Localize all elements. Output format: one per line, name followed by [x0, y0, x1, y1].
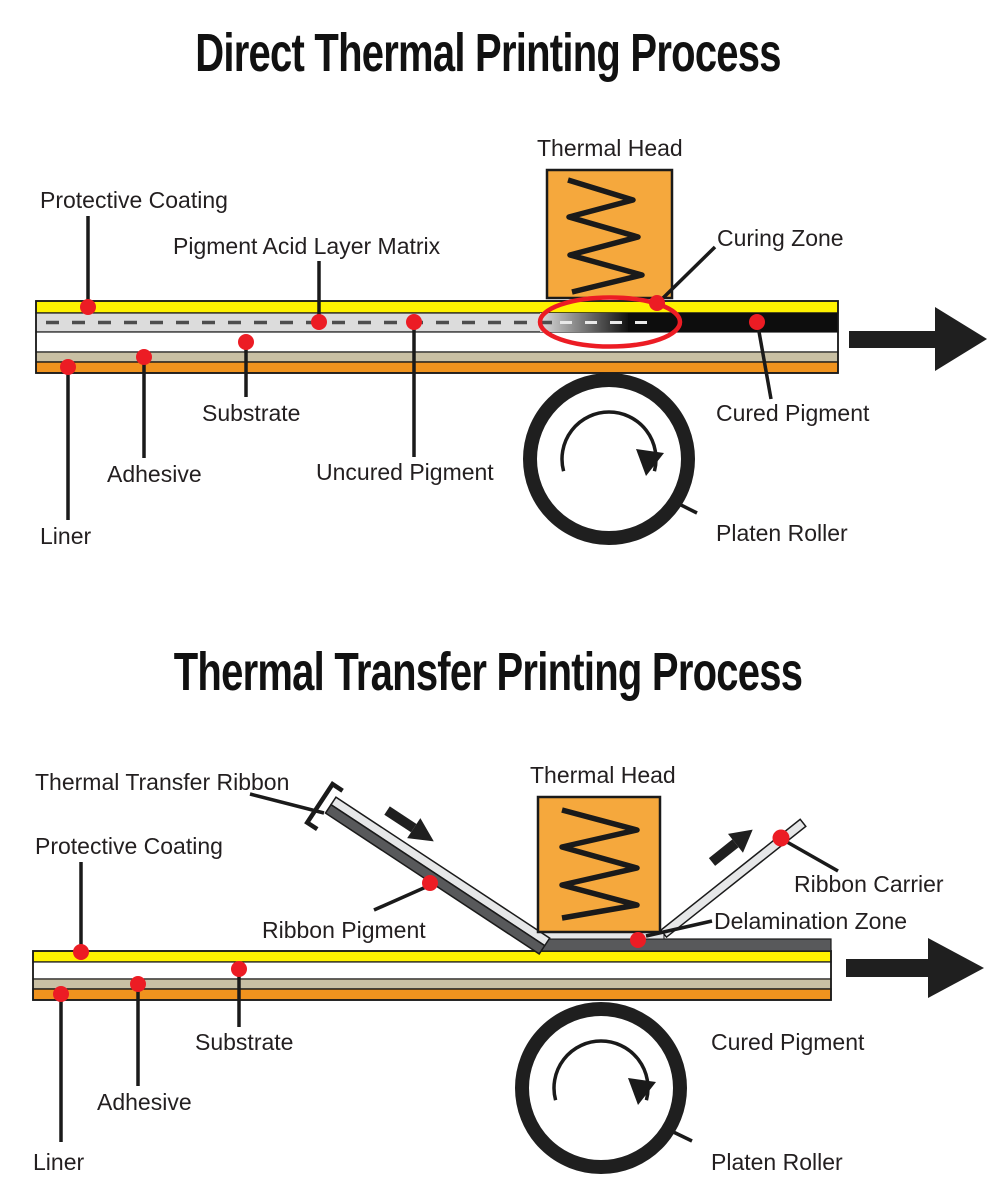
d2-heater-zigzag-icon — [559, 807, 640, 921]
d2-platen-roller-label: Platen Roller — [711, 1149, 843, 1175]
d1-curing-zone-label: Curing Zone — [717, 225, 844, 251]
d1-thermal-head — [545, 168, 674, 300]
d2-ribbon-direction-arrow-icon — [384, 806, 434, 842]
d2-rotation-arrow-icon — [552, 1039, 650, 1101]
d2-ribbon-pigment-label: Ribbon Pigment — [262, 917, 426, 943]
d2-carrier-direction-arrow-icon — [708, 829, 753, 866]
d2-liner-label: Liner — [33, 1149, 85, 1175]
d1-curing-zone-ellipse — [537, 295, 683, 349]
d1-feed-arrow-icon — [849, 307, 987, 371]
d2-ribbon-spool-bracket-icon — [304, 781, 344, 832]
d1-platen-roller — [523, 373, 695, 545]
d1-adhesive-layer — [35, 351, 839, 363]
d2-platen-roller — [515, 1002, 687, 1174]
d1-liner-label: Liner — [40, 523, 92, 549]
d1-protective-coating-layer — [35, 300, 839, 314]
d1-title: Direct Thermal Printing Process — [195, 23, 781, 83]
d1-adhesive-label: Adhesive — [107, 461, 202, 487]
d1-label-stack — [35, 300, 839, 374]
d1-heater-zigzag-icon — [566, 177, 645, 295]
d2-protective-coating-layer — [32, 950, 832, 963]
d1-pigment-acid-label: Pigment Acid Layer Matrix — [173, 233, 441, 259]
d1-protective-coating-label: Protective Coating — [40, 187, 228, 213]
d2-feed-arrow-icon — [846, 938, 984, 998]
d2-adhesive-layer — [32, 978, 832, 990]
d1-substrate-layer — [35, 331, 839, 353]
d1-substrate-label: Substrate — [202, 400, 301, 426]
d2-thermal-head-label: Thermal Head — [530, 762, 676, 788]
d2-transferred-pigment-band — [535, 938, 832, 952]
d2-thermal-head — [536, 795, 662, 934]
d1-platen-roller-label: Platen Roller — [716, 520, 848, 546]
d1-cured-pigment-label: Cured Pigment — [716, 400, 870, 426]
d1-rotation-arrow-icon — [560, 410, 658, 472]
d1-uncured-pigment-label: Uncured Pigment — [316, 459, 494, 485]
d2-substrate-layer — [32, 961, 832, 980]
d2-delamination-zone-label: Delamination Zone — [714, 908, 908, 934]
d2-protective-coating-label: Protective Coating — [35, 833, 223, 859]
d2-thermal-transfer-ribbon-label: Thermal Transfer Ribbon — [35, 769, 290, 795]
d2-ribbon-carrier-label: Ribbon Carrier — [794, 871, 944, 897]
d2-cured-pigment-label: Cured Pigment — [711, 1029, 865, 1055]
d2-adhesive-label: Adhesive — [97, 1089, 192, 1115]
d2-label-stack — [32, 930, 832, 1001]
d1-thermal-head-label: Thermal Head — [537, 135, 683, 161]
d2-liner-layer — [32, 988, 832, 1001]
d1-liner-layer — [35, 361, 839, 374]
d2-title: Thermal Transfer Printing Process — [173, 642, 803, 702]
d2-stack-outline — [32, 950, 832, 1001]
d1-stack-outline — [35, 300, 839, 374]
d1-cured-pigment-layer — [628, 313, 838, 332]
d2-substrate-label: Substrate — [195, 1029, 294, 1055]
